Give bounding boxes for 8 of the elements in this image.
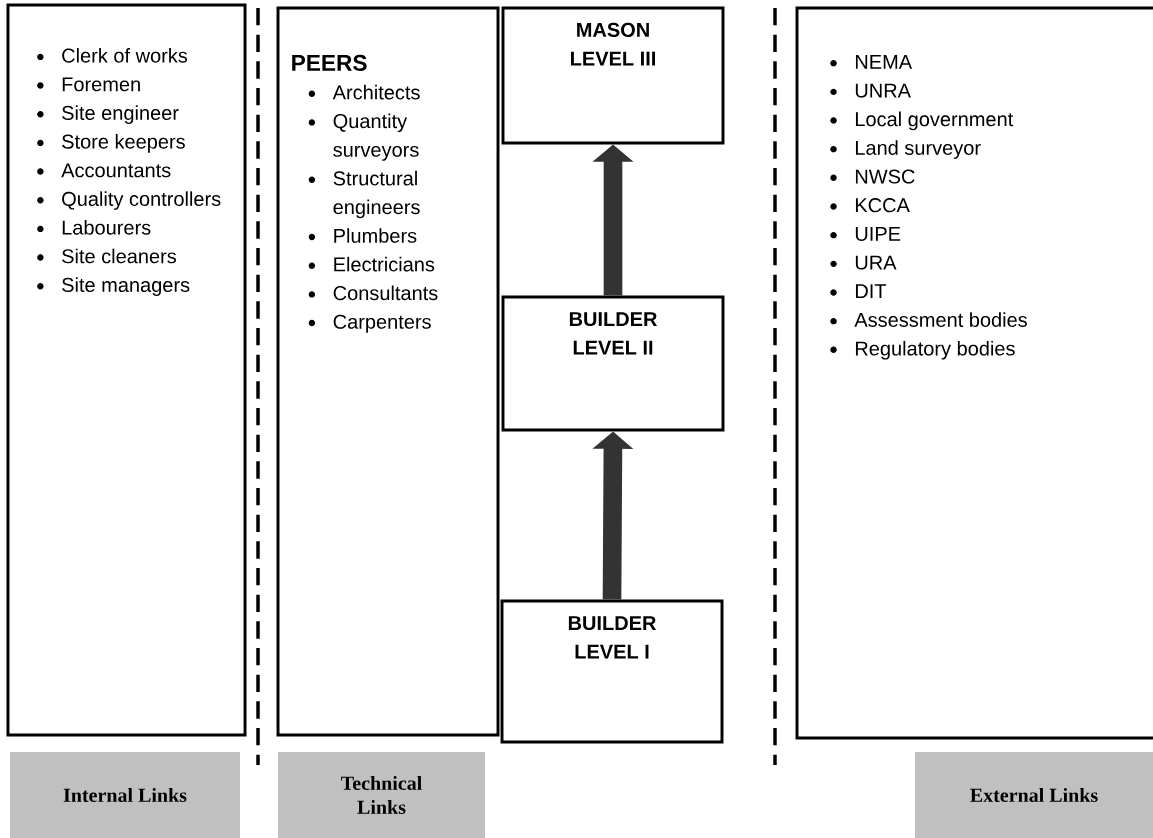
level-box: BUILDER LEVEL I xyxy=(500,599,724,744)
links-label: Internal Links xyxy=(10,752,240,838)
level-box: BUILDER LEVEL II xyxy=(501,295,725,432)
list-box: NEMA UNRA Local government Land surveyor NWSC KCCA UIPE URA DIT Assessment bodies Regulatory bodies xyxy=(795,6,1153,740)
links-label: External Links xyxy=(915,752,1153,838)
links-label: Technical Links xyxy=(278,752,485,838)
list-box: Clerk of works Foremen Site engineer Store keepers Accountants Quality controllers Labourers Site cleaners Site managers xyxy=(6,3,247,737)
level-box: MASON LEVEL III xyxy=(501,6,725,145)
